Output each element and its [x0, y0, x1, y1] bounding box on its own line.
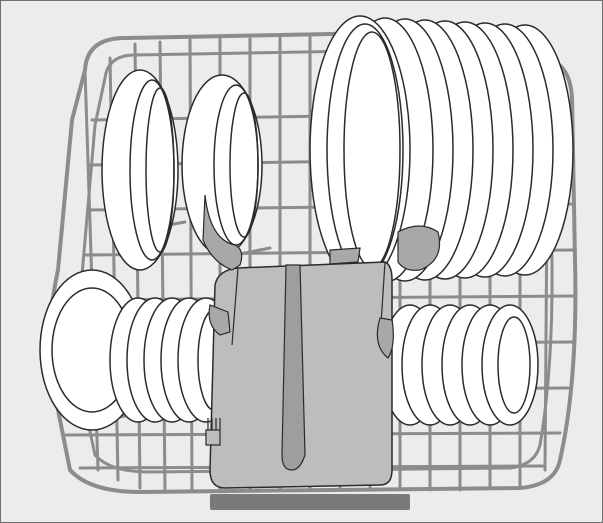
plates-large — [309, 15, 574, 285]
cutlery-handle — [397, 225, 441, 271]
plates-right — [381, 304, 539, 426]
bowl — [101, 69, 179, 271]
cutlery-handle — [202, 194, 243, 271]
fork-icon — [205, 418, 221, 446]
cutlery-handle — [376, 317, 394, 359]
cutlery-handle — [329, 247, 361, 265]
cutlery-basket — [202, 194, 441, 489]
bottom-rail — [210, 494, 410, 510]
bowls — [101, 69, 263, 271]
cutlery-handle — [208, 304, 231, 336]
